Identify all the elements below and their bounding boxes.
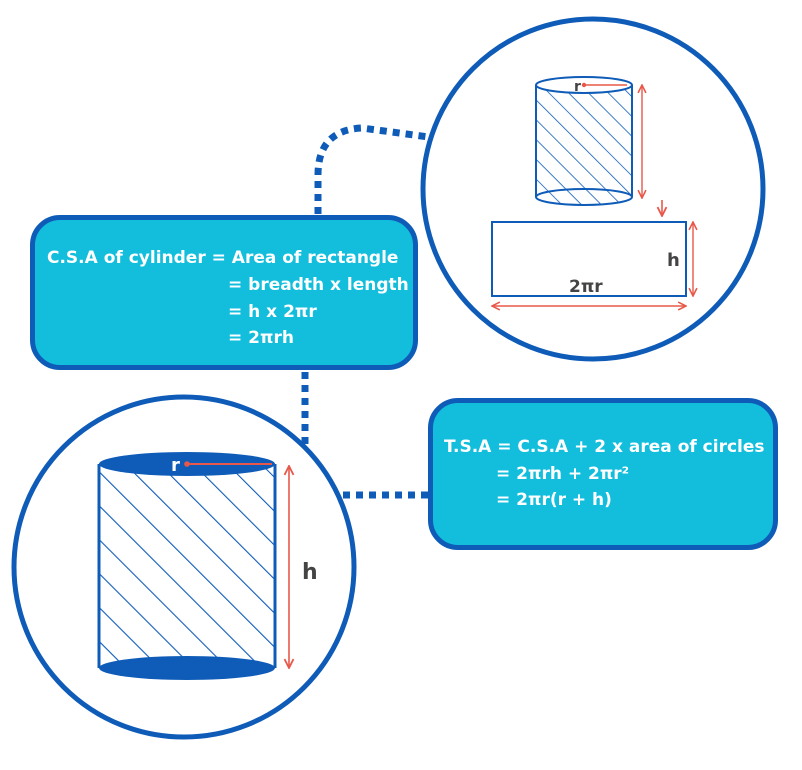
rectangle-net: h 2πr [491, 221, 687, 297]
net-circle: r h 2πr [420, 16, 766, 362]
cylinder-circle: r h [11, 394, 357, 740]
height-label-big: h [302, 560, 318, 585]
tsa-line-2: = 2πrh + 2πr² [496, 464, 630, 484]
radius-label-big: r [171, 455, 180, 476]
tsa-formula-box: T.S.A = C.S.A + 2 x area of circles = 2π… [428, 398, 778, 550]
bottom-base [99, 656, 275, 680]
tsa-line-1: T.S.A = C.S.A + 2 x area of circles [444, 437, 765, 457]
csa-line-1: C.S.A of cylinder = Area of rectangle [47, 248, 399, 268]
tsa-line-3: = 2πr(r + h) [496, 490, 612, 510]
connector-top [314, 124, 437, 214]
rect-width-label: 2πr [569, 277, 603, 297]
radius-label-small: r [574, 79, 581, 95]
csa-line-2: = breadth x length [228, 275, 409, 295]
rect-height-label: h [667, 250, 680, 271]
big-cylinder: r [97, 452, 277, 680]
csa-line-4: = 2πrh [228, 328, 294, 348]
small-cylinder: r [535, 76, 633, 206]
csa-line-3: = h x 2πr [228, 302, 317, 322]
csa-formula-box: C.S.A of cylinder = Area of rectangle = … [30, 215, 418, 370]
